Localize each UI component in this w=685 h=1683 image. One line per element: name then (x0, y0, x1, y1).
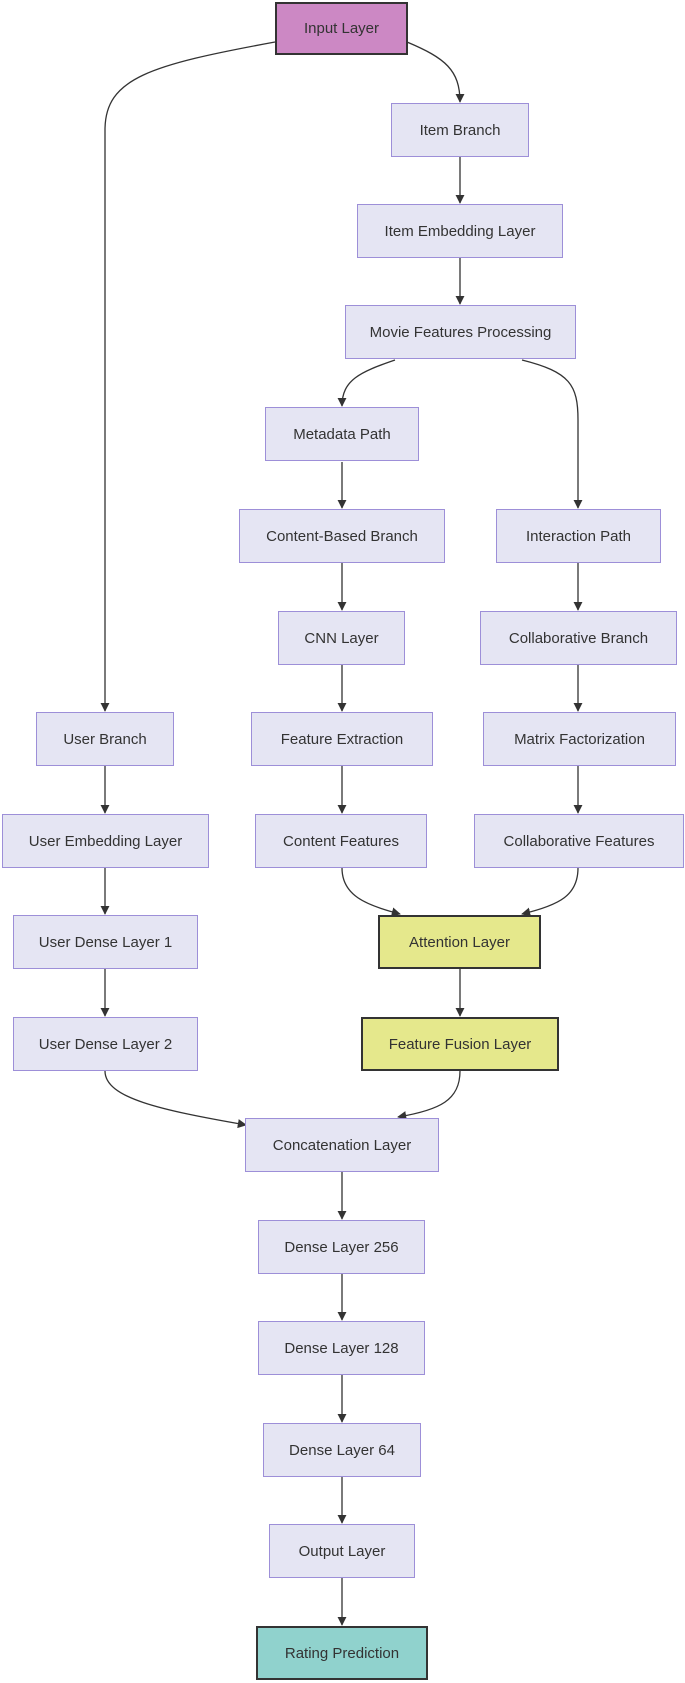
input-layer-node: Input Layer (275, 2, 408, 55)
feature-extraction-node: Feature Extraction (251, 712, 433, 766)
movie-features-processing-node: Movie Features Processing (345, 305, 576, 359)
attention-layer-node: Attention Layer (378, 915, 541, 969)
edge-collaborative-features-to-attention-layer (521, 867, 579, 917)
dense-layer-64-node: Dense Layer 64 (263, 1423, 421, 1477)
user-dense-layer-2-node: User Dense Layer 2 (13, 1017, 198, 1071)
edge-user-dense-2-to-concatenation (104, 1070, 247, 1129)
item-branch-node: Item Branch (391, 103, 529, 157)
content-based-branch-node: Content-Based Branch (239, 509, 445, 563)
edge-movie-features-to-metadata-path (337, 359, 396, 407)
edge-feature-fusion-to-concatenation (397, 1070, 461, 1121)
matrix-factorization-node: Matrix Factorization (483, 712, 676, 766)
user-dense-layer-1-node: User Dense Layer 1 (13, 915, 198, 969)
rating-prediction-node: Rating Prediction (256, 1626, 428, 1680)
edge-input-to-item-branch (406, 41, 465, 103)
edge-movie-features-to-interaction-path (521, 359, 583, 509)
cnn-layer-node: CNN Layer (278, 611, 405, 665)
dense-layer-256-node: Dense Layer 256 (258, 1220, 425, 1274)
user-embedding-layer-node: User Embedding Layer (2, 814, 209, 868)
dense-layer-128-node: Dense Layer 128 (258, 1321, 425, 1375)
edges-group (100, 41, 583, 1626)
feature-fusion-layer-node: Feature Fusion Layer (361, 1017, 559, 1071)
edge-content-features-to-attention-layer (341, 867, 401, 917)
metadata-path-node: Metadata Path (265, 407, 419, 461)
concatenation-layer-node: Concatenation Layer (245, 1118, 439, 1172)
user-branch-node: User Branch (36, 712, 174, 766)
output-layer-node: Output Layer (269, 1524, 415, 1578)
edge-input-to-user-branch (100, 41, 276, 712)
collaborative-features-node: Collaborative Features (474, 814, 684, 868)
content-features-node: Content Features (255, 814, 427, 868)
item-embedding-layer-node: Item Embedding Layer (357, 204, 563, 258)
interaction-path-node: Interaction Path (496, 509, 661, 563)
collaborative-branch-node: Collaborative Branch (480, 611, 677, 665)
